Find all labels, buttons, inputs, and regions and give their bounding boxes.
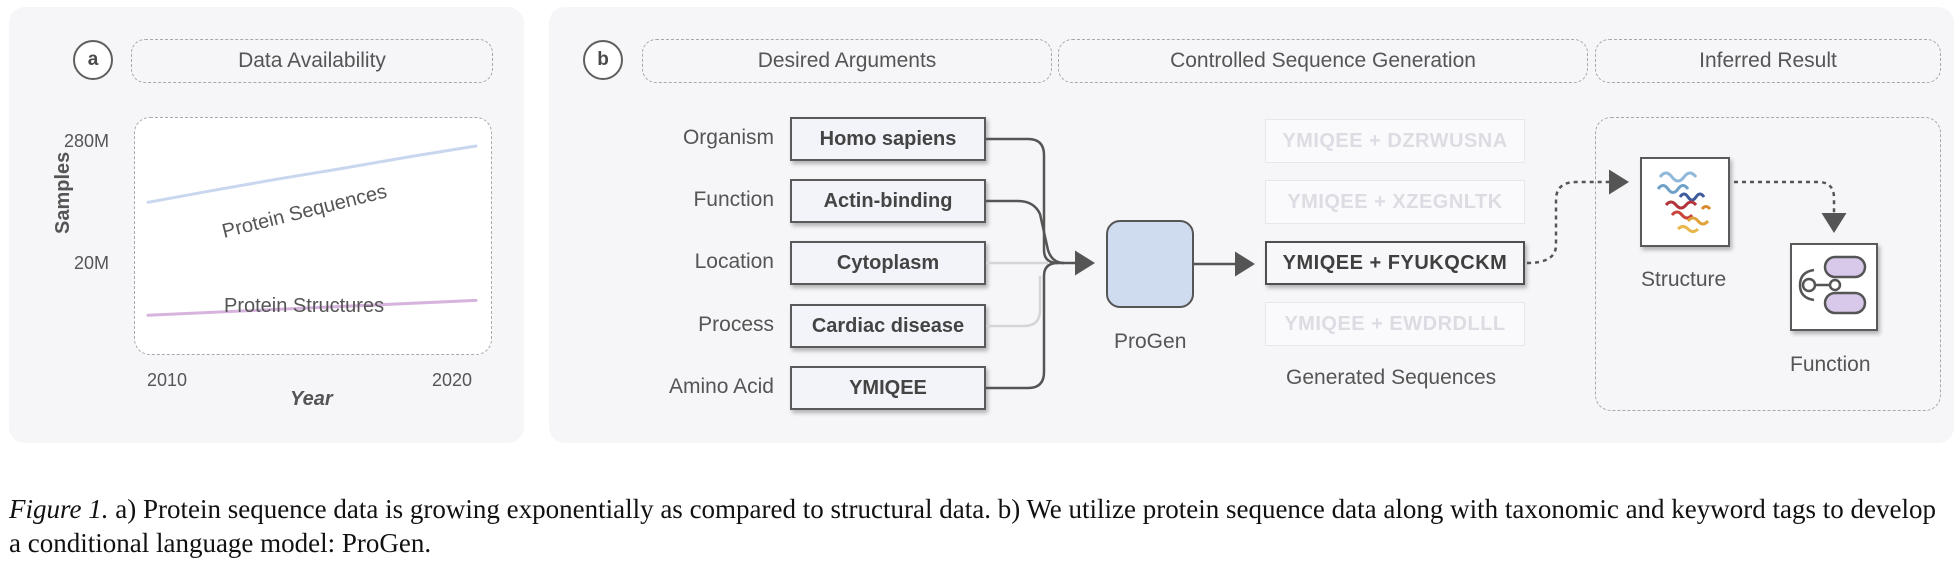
arg-label-organism: Organism <box>682 126 774 149</box>
arg-label-process: Process <box>698 313 774 336</box>
arg-label-location: Location <box>694 250 774 273</box>
arg-box-location: Cytoplasm <box>790 241 986 285</box>
sequence-candidate-4: YMIQEE + EWDRDLLL <box>1265 302 1525 346</box>
y-tick-bottom: 20M <box>74 253 110 273</box>
x-tick-right: 2020 <box>432 370 473 390</box>
header-controlled-generation: Controlled Sequence Generation <box>1058 39 1588 83</box>
x-axis-title: Year <box>290 388 333 410</box>
connector-process <box>986 276 1042 328</box>
series-line-protein-structures <box>146 298 478 317</box>
sequence-selected: YMIQEE + FYUKQCKM <box>1265 241 1525 285</box>
series-label-protein-structures: Protein Structures <box>224 295 384 317</box>
function-binding-icon <box>1798 255 1867 315</box>
connector-organism <box>986 137 1059 265</box>
panel-b-badge: b <box>583 40 623 80</box>
header-inferred-result: Inferred Result <box>1595 39 1941 83</box>
panel-a-header: Data Availability <box>131 39 493 83</box>
progen-model-block <box>1106 220 1194 308</box>
y-tick-top: 280M <box>64 131 110 151</box>
sequence-candidate-1: YMIQEE + DZRWUSNA <box>1265 119 1525 163</box>
arg-box-process: Cardiac disease <box>790 304 986 348</box>
arg-label-amino-acid: Amino Acid <box>668 375 774 398</box>
protein-structure-icon <box>1656 171 1712 233</box>
arg-label-function: Function <box>693 188 774 211</box>
arrow-to-function <box>1734 180 1847 233</box>
figure-caption-lead: Figure 1. <box>9 494 109 524</box>
arg-box-organism: Homo sapiens <box>790 117 986 161</box>
inferred-result-frame <box>1595 117 1941 411</box>
progen-label: ProGen <box>1114 330 1187 353</box>
sequence-candidate-2: YMIQEE + XZEGNLTK <box>1265 180 1525 224</box>
connector-amino-acid <box>986 261 1059 390</box>
x-tick-left: 2010 <box>147 370 188 390</box>
figure-caption-text: a) Protein sequence data is growing expo… <box>9 494 1936 558</box>
function-card <box>1790 243 1878 331</box>
structure-card <box>1640 157 1730 247</box>
generated-sequences-label: Generated Sequences <box>1286 366 1497 389</box>
panel-a-badge: a <box>73 40 113 80</box>
arg-box-amino-acid: YMIQEE <box>790 366 986 410</box>
arg-box-function: Actin-binding <box>790 179 986 223</box>
chart-plot-area <box>134 117 492 355</box>
figure-caption: Figure 1. a) Protein sequence data is gr… <box>9 492 1954 560</box>
structure-label: Structure <box>1641 268 1727 291</box>
function-label: Function <box>1790 353 1871 376</box>
series-line-protein-sequences <box>146 144 478 204</box>
header-desired-arguments: Desired Arguments <box>642 39 1052 83</box>
connector-function <box>986 199 1065 265</box>
arrow-to-structure <box>1526 169 1629 265</box>
